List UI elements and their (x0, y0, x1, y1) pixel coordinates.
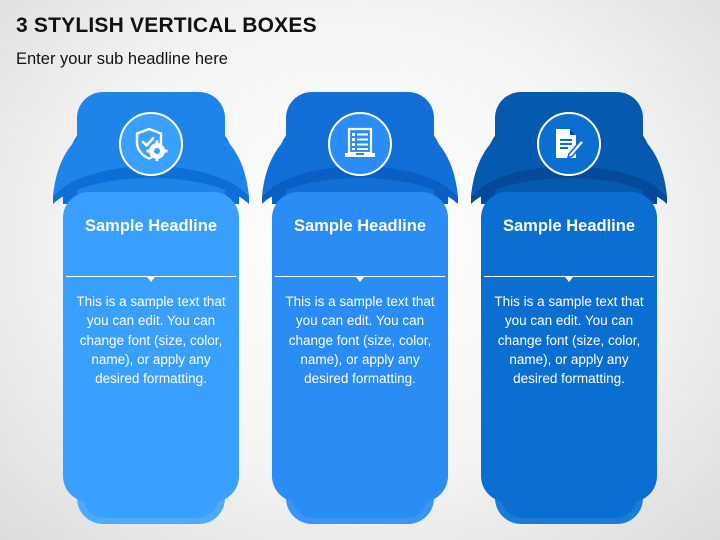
checklist-icon (345, 127, 375, 157)
box-1-body-text: This is a sample text that you can edit.… (76, 294, 226, 387)
shield-gear-icon (135, 127, 168, 161)
box-3-divider (484, 276, 654, 277)
box-3-icon-badge (537, 112, 601, 176)
document-edit-icon (556, 129, 586, 159)
box-2-icon-badge (328, 112, 392, 176)
box-1-shape (53, 92, 249, 524)
box-3-headline: Sample Headline (502, 217, 636, 235)
vertical-box-1[interactable]: Sample Headline This is a sample text th… (53, 92, 249, 524)
vertical-box-3[interactable]: Sample Headline This is a sample text th… (471, 92, 667, 524)
box-2-headline: Sample Headline (293, 217, 427, 235)
box-1-divider (66, 276, 236, 277)
box-1-headline: Sample Headline (84, 217, 218, 235)
box-2-divider-pointer (356, 277, 364, 282)
box-2-divider (275, 276, 445, 277)
box-1-icon-badge (119, 112, 183, 176)
vertical-box-2[interactable]: Sample Headline This is a sample text th… (262, 92, 458, 524)
slide-title: 3 STYLISH VERTICAL BOXES (16, 14, 317, 37)
box-3-divider-pointer (565, 277, 573, 282)
slide-subtitle: Enter your sub headline here (16, 50, 228, 68)
box-1-divider-pointer (147, 277, 155, 282)
box-2-body-text: This is a sample text that you can edit.… (285, 294, 435, 387)
box-3-shape (471, 92, 667, 524)
box-3-body-text: This is a sample text that you can edit.… (494, 294, 644, 387)
